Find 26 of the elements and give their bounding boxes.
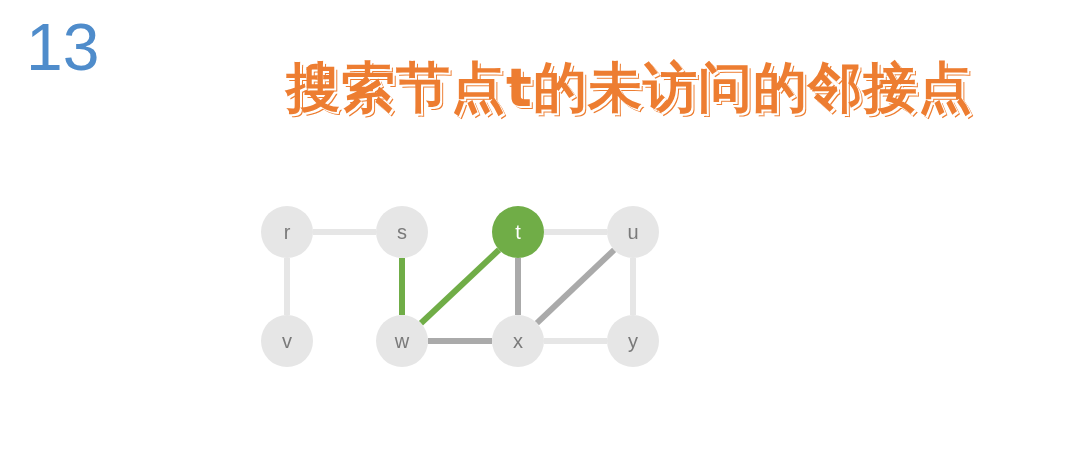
vertex-circle [607,206,659,258]
vertex-circle [376,315,428,367]
edge-line [544,229,607,235]
vertex-label: u [627,220,639,244]
vertex-label: y [628,329,638,353]
vertex-label: x [513,329,523,353]
vertex-label: r [283,220,291,244]
vertex-circle [492,315,544,367]
vertex-label: s [397,220,407,244]
edge-line [313,229,376,235]
vertex-circle [376,206,428,258]
edge-line [418,247,502,326]
title: 搜索节点t的未访问的邻接点 [286,58,973,118]
vertex-label: w [394,329,410,353]
step-number: 13 [26,14,100,80]
vertex-circle [261,315,313,367]
edge-line [399,258,405,315]
edge-line [544,338,607,344]
edge-line [428,338,492,344]
edge-line [630,258,636,315]
edge-line [284,258,290,315]
vertex-label: v [282,329,292,353]
edge-line [534,247,617,326]
edge-line [515,258,521,315]
vertex-label: t [515,220,521,244]
vertex-circle [492,206,544,258]
